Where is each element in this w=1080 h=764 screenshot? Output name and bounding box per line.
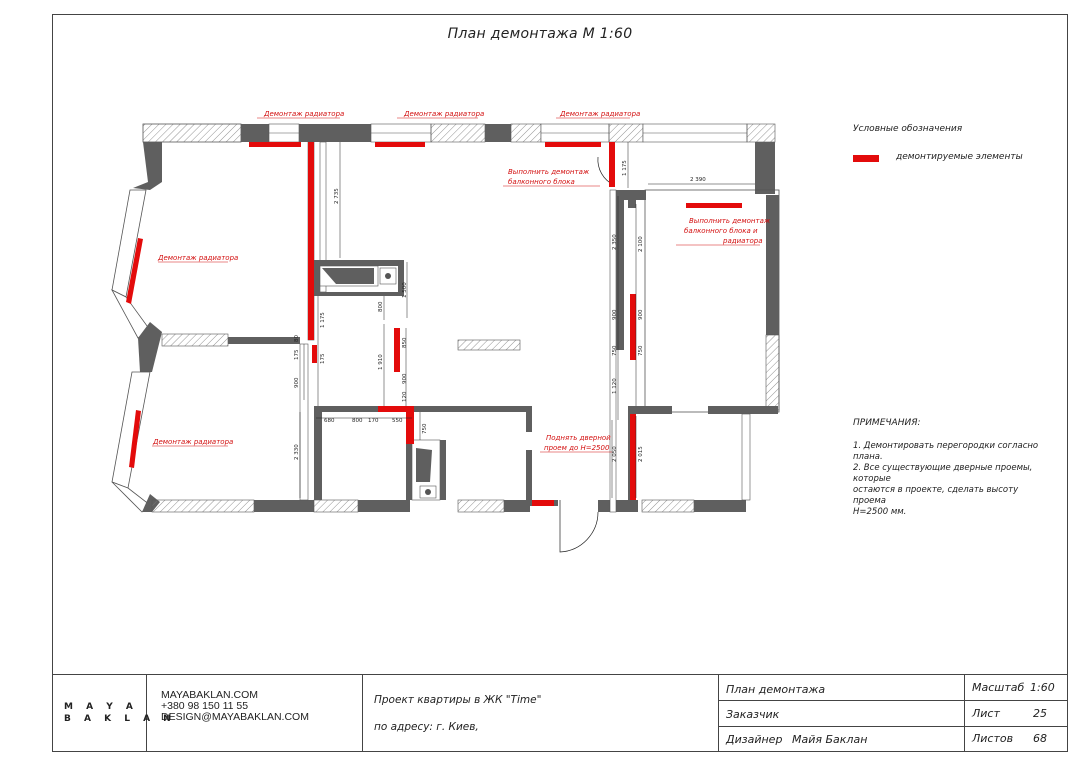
label-balcony-2-line2: балконного блока и bbox=[684, 227, 758, 235]
contact-site[interactable]: MAYABAKLAN.COM bbox=[161, 689, 259, 701]
svg-text:1 500: 1 500 bbox=[402, 282, 408, 298]
dimension-texts: 2 735 1 175 2 390 2 350 2 100 1 500 800 … bbox=[294, 160, 706, 462]
demolition-labels: Демонтаж радиатора Демонтаж радиатора Де… bbox=[152, 110, 771, 452]
sheet-name: План демонтажа bbox=[726, 683, 826, 696]
svg-text:120: 120 bbox=[402, 391, 408, 402]
legend-item-demolish: демонтируемые элементы bbox=[896, 152, 1023, 162]
label-balcony-1-line2: балконного блока bbox=[508, 178, 575, 186]
svg-text:850: 850 bbox=[402, 337, 408, 348]
svg-text:900: 900 bbox=[612, 309, 618, 320]
svg-text:750: 750 bbox=[638, 345, 644, 356]
svg-text:175: 175 bbox=[320, 353, 326, 364]
svg-text:175: 175 bbox=[294, 349, 300, 360]
legend-swatch-demolish bbox=[853, 155, 879, 162]
svg-text:750: 750 bbox=[422, 423, 428, 434]
svg-text:2 390: 2 390 bbox=[690, 177, 706, 183]
drawing-frame bbox=[52, 14, 1068, 752]
svg-text:1 910: 1 910 bbox=[378, 354, 384, 370]
note-line-3: остаются в проекте, сделать высоту проем… bbox=[853, 485, 1019, 506]
label-radiator-1: Демонтаж радиатора bbox=[263, 110, 344, 118]
project-name: Проект квартиры в ЖК "Time" bbox=[374, 694, 542, 706]
legend-title: Условные обозначения bbox=[853, 124, 963, 134]
label-radiator-left-bottom: Демонтаж радиатора bbox=[152, 438, 233, 446]
designer-name: Майя Баклан bbox=[792, 733, 868, 746]
notes-title: ПРИМЕЧАНИЯ: bbox=[853, 418, 921, 428]
svg-text:2 050: 2 050 bbox=[612, 446, 618, 462]
notes: 1. Демонтировать перегородки согласно пл… bbox=[853, 441, 1048, 518]
svg-text:2 330: 2 330 bbox=[294, 444, 300, 460]
customer-label: Заказчик bbox=[726, 708, 780, 721]
svg-text:2 015: 2 015 bbox=[638, 446, 644, 462]
project-address: по адресу: г. Киев, bbox=[374, 721, 479, 733]
svg-text:1 120: 1 120 bbox=[612, 378, 618, 394]
sheet-value: 25 bbox=[1033, 707, 1047, 720]
sheets-label: Листов bbox=[972, 732, 1014, 745]
label-balcony-2-line3: радиатора bbox=[722, 237, 763, 245]
exterior-walls bbox=[111, 123, 780, 553]
svg-text:550: 550 bbox=[392, 418, 403, 424]
logo: M A Y A B A K L A N bbox=[64, 702, 176, 724]
svg-text:900: 900 bbox=[294, 377, 300, 388]
demolition-elements bbox=[126, 142, 742, 506]
svg-text:800: 800 bbox=[378, 301, 384, 312]
label-door-line2: проем до Н=2500 bbox=[544, 444, 610, 452]
contacts: MAYABAKLAN.COM +380 98 150 11 55 DESIGN@… bbox=[161, 690, 309, 723]
note-line-2: 2. Все существующие дверные проемы, кото… bbox=[853, 463, 1033, 484]
svg-text:2 735: 2 735 bbox=[334, 188, 340, 204]
label-balcony-2-line1: Выполнить демонтаж bbox=[689, 217, 771, 225]
svg-text:1 175: 1 175 bbox=[320, 312, 326, 328]
scale-value: 1:60 bbox=[1030, 681, 1055, 694]
label-radiator-2: Демонтаж радиатора bbox=[403, 110, 484, 118]
svg-text:2 350: 2 350 bbox=[612, 234, 618, 250]
scale-label: Масштаб bbox=[972, 681, 1025, 694]
sheet-label: Лист bbox=[972, 707, 1000, 720]
page-title: План демонтажа М 1:60 bbox=[447, 26, 633, 42]
contact-email[interactable]: DESIGN@MAYABAKLAN.COM bbox=[161, 711, 309, 723]
note-line-4: Н=2500 мм. bbox=[853, 507, 907, 517]
label-radiator-3: Демонтаж радиатора bbox=[559, 110, 640, 118]
sheets-value: 68 bbox=[1033, 732, 1047, 745]
svg-text:680: 680 bbox=[324, 418, 335, 424]
title-block bbox=[52, 674, 1068, 752]
leader-lines bbox=[152, 117, 760, 453]
svg-text:750: 750 bbox=[612, 345, 618, 356]
label-radiator-left-top: Демонтаж радиатора bbox=[157, 254, 238, 262]
label-door-line1: Поднять дверной bbox=[546, 434, 611, 442]
dimension-lines bbox=[299, 142, 755, 498]
svg-text:80: 80 bbox=[294, 335, 300, 342]
designer-label: Дизайнер bbox=[726, 733, 783, 746]
svg-text:900: 900 bbox=[402, 373, 408, 384]
label-balcony-1-line1: Выполнить демонтаж bbox=[508, 168, 590, 176]
svg-text:2 100: 2 100 bbox=[638, 236, 644, 252]
svg-text:1 175: 1 175 bbox=[622, 160, 628, 176]
svg-text:800: 800 bbox=[352, 418, 363, 424]
svg-text:900: 900 bbox=[638, 309, 644, 320]
note-line-1: 1. Демонтировать перегородки согласно пл… bbox=[853, 441, 1039, 462]
svg-text:170: 170 bbox=[368, 418, 379, 424]
contact-phone: +380 98 150 11 55 bbox=[161, 700, 249, 712]
